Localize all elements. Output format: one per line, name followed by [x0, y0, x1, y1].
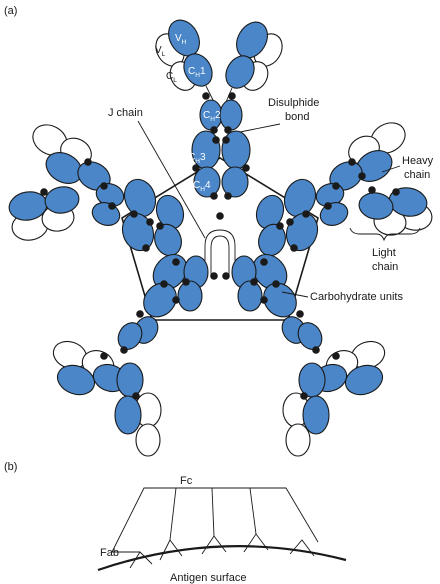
disulphide-dots [40, 92, 400, 400]
vl-label: V [155, 45, 162, 56]
cl-label: C [166, 71, 173, 82]
light-chain-brace [349, 227, 421, 242]
ch3-label: C [188, 152, 195, 163]
svg-text:CH3: CH3 [188, 152, 206, 165]
lower-right-monomer [231, 253, 386, 457]
panel-a-label: (a) [4, 5, 17, 17]
light-chain-label-1: Light [372, 247, 396, 259]
carbohydrate-leader [281, 291, 309, 298]
disulphide-label-2: bond [285, 111, 309, 123]
svg-text:CL: CL [166, 71, 177, 84]
carbohydrate-label: Carbohydrate units [310, 291, 403, 303]
domain-labels: VH VL CL CH1 CH2 CH3 CH4 [155, 33, 221, 193]
svg-text:CH4: CH4 [193, 180, 211, 193]
heavy-chain-label-1: Heavy [402, 155, 434, 167]
pentamer-outline [111, 487, 319, 553]
top-monomer [155, 19, 283, 198]
disulphide-leader [239, 123, 281, 133]
heavy-chain-leader [381, 165, 401, 173]
ch1-label: C [188, 66, 195, 77]
j-chain-leader [137, 120, 206, 239]
panel-a-diagram: VH VL CL CH1 CH2 CH3 CH4 J chain Disulph… [8, 19, 434, 457]
svg-text:VL: VL [155, 45, 166, 58]
antigen-surface-label: Antigen surface [170, 572, 246, 584]
antigen-surface-curve [97, 545, 347, 572]
svg-text:CH1: CH1 [188, 66, 206, 79]
svg-text:CH2: CH2 [203, 110, 221, 123]
ch2-label: C [203, 110, 210, 121]
svg-text:VH: VH [175, 33, 187, 46]
panel-b-diagram: Fc Fab Antigen surface [97, 475, 347, 584]
vh-label: V [175, 33, 182, 44]
upper-right-monomer [255, 122, 433, 257]
j-chain-label: J chain [108, 107, 143, 119]
panel-b-label: (b) [4, 461, 17, 473]
fab-label: Fab [100, 547, 119, 559]
fc-label: Fc [180, 475, 193, 487]
ch4-label: C [193, 180, 200, 191]
lower-left-monomer [52, 253, 209, 457]
heavy-chain-label-2: chain [404, 169, 430, 181]
upper-left-monomer [8, 124, 185, 257]
disulphide-label-1: Disulphide [268, 97, 319, 109]
light-chain-label-2: chain [372, 261, 398, 273]
j-chain-ring [204, 229, 236, 275]
